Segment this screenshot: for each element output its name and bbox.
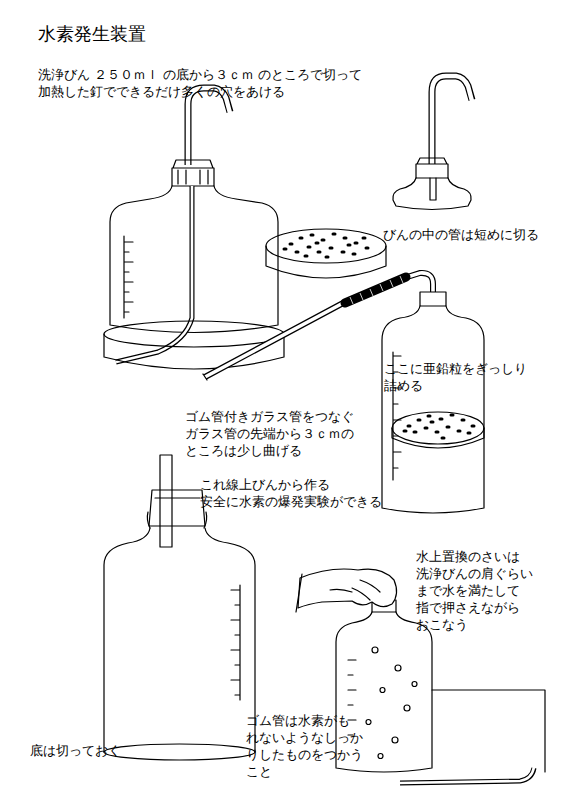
note-text: これ線上びんから作る 安全に水素の爆発実験ができる	[200, 476, 390, 510]
glass-tube	[160, 455, 172, 547]
hand	[298, 569, 397, 608]
note-text: 洗浄びん ２５０ｍｌ の底から３ｃｍ のところで切って 加熱した釘でできるだけ多…	[38, 66, 383, 100]
note-text: ゴム管付きガラス管をつなぐ ガラス管の先端から３ｃｍの ところは少し曲げる	[185, 408, 361, 459]
scale-marks	[124, 236, 133, 318]
cut-top-piece	[393, 178, 471, 210]
note-text: びんの中の管は短めに切る	[383, 226, 571, 243]
water-trough	[432, 690, 545, 772]
note-text: ここに亜鉛粒をぎっしり 詰める	[384, 360, 534, 394]
cut-bottom-dish	[104, 321, 284, 347]
inner-tube	[116, 186, 192, 362]
delivery-tube-inner	[399, 767, 534, 783]
sleeve-cuff	[296, 574, 302, 612]
note-text: 水上置換のさいは 洗浄びんの肩ぐらい まで水を満たして 指で押さえながら おこな…	[416, 548, 538, 633]
glass-tube	[432, 76, 472, 164]
inner-tube-inner	[116, 186, 192, 362]
glass-tube-inner	[188, 88, 230, 166]
diagram-title: 水素発生装置	[38, 22, 146, 46]
gas-bubbles	[366, 647, 417, 759]
glass-tube	[188, 88, 230, 165]
delivery-tube	[400, 768, 534, 783]
finger-lines	[330, 580, 380, 600]
disc-holes	[284, 234, 368, 257]
perforated-disc	[266, 229, 386, 263]
glass-tube-inner	[432, 76, 472, 165]
cut-bottom-edge	[104, 744, 255, 760]
bottle-body	[104, 528, 255, 752]
rubber-tube	[345, 277, 406, 303]
scale-marks	[231, 585, 240, 700]
perforated-disc-side	[266, 246, 386, 278]
bottle-cap	[416, 158, 448, 178]
note-text: ゴム管は水素がも れないようなしっか りしたものをつかう こと	[246, 712, 368, 780]
bottle-cap	[420, 292, 446, 306]
bottle-cap	[172, 160, 214, 186]
note-text: 底は切っておく	[30, 742, 150, 759]
zinc-grains	[404, 415, 474, 438]
perforated-disc	[392, 412, 484, 444]
bottle-body	[382, 306, 484, 513]
tube-end	[203, 374, 207, 380]
tape-wrap	[147, 512, 206, 528]
short-inner-tube	[430, 178, 436, 200]
rubber-tube-hatch	[350, 276, 403, 304]
bottle-cap	[149, 490, 205, 526]
